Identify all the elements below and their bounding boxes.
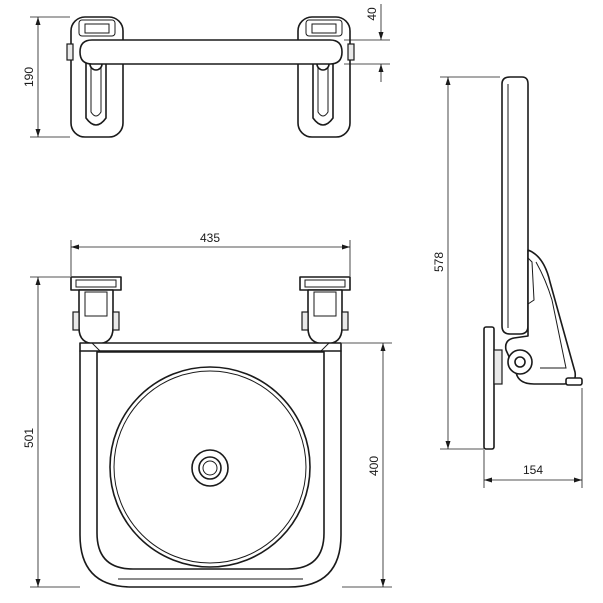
dimension-501: 501: [22, 276, 80, 588]
dimension-578-label: 578: [432, 252, 446, 272]
dimension-400: 400: [342, 342, 392, 588]
dimension-40-label: 40: [365, 7, 379, 21]
front-view-right-hinge: [299, 276, 351, 345]
seat-outer-body: [79, 342, 342, 588]
drain-icon: [191, 449, 229, 487]
top-view-right-bracket: [297, 16, 355, 138]
front-view-left-hinge: [70, 276, 122, 345]
side-view-wall-plate: [483, 326, 495, 450]
dimension-190: 190: [22, 16, 70, 138]
dimension-435-label: 435: [200, 231, 220, 245]
top-view-seat-bar: [79, 39, 343, 65]
dimension-400-label: 400: [367, 456, 381, 476]
side-view: 578 154: [432, 76, 583, 488]
seat-circle: [109, 366, 311, 568]
dimension-154-label: 154: [523, 463, 543, 477]
dimension-501-label: 501: [22, 428, 36, 448]
dimension-435: 435: [70, 231, 351, 276]
dimension-578: 578: [432, 76, 500, 450]
top-view: 190 40: [22, 4, 390, 138]
dimension-40: 40: [344, 4, 390, 82]
side-view-seat-slab: [501, 76, 529, 335]
dimension-190-label: 190: [22, 67, 36, 87]
front-view: 435 501 400: [22, 231, 392, 588]
dimension-154: 154: [483, 388, 583, 488]
top-view-left-bracket: [66, 16, 124, 138]
seat-inner-panel: [96, 351, 325, 570]
